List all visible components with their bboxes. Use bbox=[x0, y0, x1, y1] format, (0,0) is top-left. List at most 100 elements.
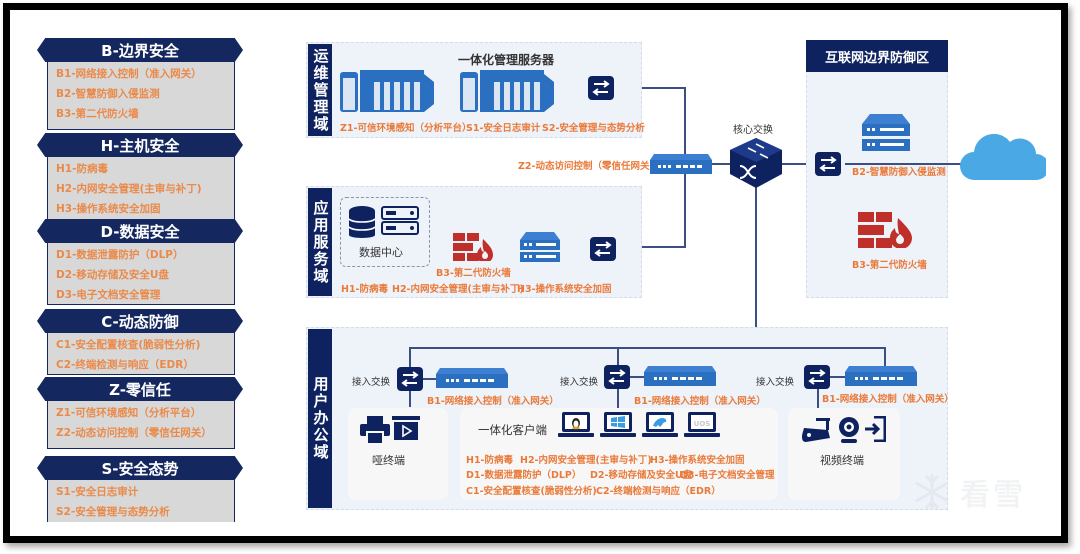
user-zone-label: 用户办公域 bbox=[308, 329, 332, 508]
link-line bbox=[423, 378, 437, 380]
display-terminal-icon bbox=[392, 416, 420, 440]
category-box: S1-安全日志审计 S2-安全管理与态势分析 bbox=[47, 480, 235, 522]
access-switch-icon bbox=[397, 367, 423, 391]
client-feature: H1-防病毒 bbox=[466, 455, 514, 466]
kylin-laptop-icon bbox=[642, 412, 678, 437]
ips-label: B2-智慧防御入侵监测 bbox=[852, 167, 946, 178]
link-line bbox=[617, 246, 686, 248]
ops-label: Z1-可信环境感知（分析平台） bbox=[340, 123, 472, 134]
link-line bbox=[615, 87, 685, 89]
category-box: D1-数据泄露防护（DLP） D2-移动存储及安全U盘 D3-电子文档安全管理 bbox=[47, 243, 235, 305]
category-box: C1-安全配置核查(脆弱性分析) C2-终端检测与响应（EDR） bbox=[47, 333, 235, 375]
firewall-icon bbox=[858, 212, 912, 248]
uos-logo-text: UOS bbox=[694, 420, 711, 428]
firewall-icon bbox=[453, 233, 493, 261]
app-label: H3-操作系统安全加固 bbox=[517, 284, 612, 295]
nac-gateway-icon bbox=[644, 366, 716, 386]
category-item: C2-终端检测与响应（EDR） bbox=[56, 359, 194, 371]
access-switch-icon bbox=[804, 365, 830, 389]
category-title: Z-零信任 bbox=[37, 377, 243, 401]
dumb-terminal-label: 哑终端 bbox=[372, 454, 405, 467]
zero-trust-gateway-icon bbox=[650, 154, 712, 174]
category-item: H1-防病毒 bbox=[56, 163, 108, 175]
app-zone-label-text: 应用服务域 bbox=[311, 199, 330, 285]
category-box: Z1-可信环境感知（分析平台） Z2-动态访问控制（零信任网关） bbox=[47, 401, 235, 449]
link-line bbox=[409, 347, 885, 349]
ops-label: S2-安全管理与态势分析 bbox=[542, 123, 645, 134]
link-line bbox=[775, 163, 815, 165]
category-box: B1-网络接入控制（准入网关） B2-智慧防御入侵监测 B3-第二代防火墙 bbox=[47, 62, 235, 130]
surveillance-camera-icon bbox=[802, 418, 830, 442]
linux-laptop-icon bbox=[558, 412, 594, 437]
core-switch-label: 核心交换 bbox=[733, 125, 773, 136]
nac-label: B1-网络接入控制（准入网关） bbox=[427, 396, 559, 407]
category-item: B3-第二代防火墙 bbox=[56, 108, 139, 120]
webcam-icon bbox=[839, 417, 859, 443]
nac-gateway-icon bbox=[845, 366, 917, 386]
dumb-terminal-card: 哑终端 bbox=[348, 408, 448, 500]
windows-laptop-icon bbox=[600, 412, 636, 437]
category-box: H1-防病毒 H2-内网安全管理(主审与补丁) H3-操作系统安全加固 bbox=[47, 157, 235, 221]
category-item: D1-数据泄露防护（DLP） bbox=[56, 249, 184, 261]
client-feature: D2-移动存储及安全U盘 bbox=[590, 470, 693, 481]
app-label: H1-防病毒 bbox=[341, 284, 389, 295]
client-title: 一体化客户端 bbox=[478, 423, 547, 437]
access-switch-icon bbox=[604, 365, 630, 389]
snowflake-icon bbox=[915, 474, 949, 510]
category-title: D-数据安全 bbox=[37, 219, 243, 243]
watermark-text: 看雪 bbox=[960, 478, 1026, 513]
category-title: C-动态防御 bbox=[37, 309, 243, 333]
category-title: B-边界安全 bbox=[37, 38, 243, 62]
link-line bbox=[817, 370, 819, 410]
link-line bbox=[830, 376, 846, 378]
category-item: D2-移动存储及安全U盘 bbox=[56, 269, 169, 281]
client-feature: D3-电子文档安全管理 bbox=[680, 470, 775, 481]
access-switch-label: 接入交换 bbox=[756, 377, 795, 388]
link-line bbox=[710, 163, 740, 165]
watermark: 看雪 bbox=[912, 470, 1026, 514]
ops-label: S1-安全日志审计 bbox=[466, 123, 541, 134]
client-feature: C1-安全配置核查(脆弱性分析) bbox=[466, 486, 597, 497]
category-item: B1-网络接入控制（准入网关） bbox=[56, 68, 202, 80]
app-label: H2-内网安全管理(主审与补丁) bbox=[392, 284, 524, 295]
nac-label: B1-网络接入控制（准入网关） bbox=[822, 394, 954, 405]
printer-icon bbox=[360, 416, 390, 444]
app-zone-label: 应用服务域 bbox=[308, 188, 332, 296]
category-item: C1-安全配置核查(脆弱性分析) bbox=[56, 339, 201, 351]
server-stack-icon bbox=[381, 206, 419, 235]
category-item: Z2-动态访问控制（零信任网关） bbox=[56, 427, 212, 439]
category-item: D3-电子文档安全管理 bbox=[56, 289, 161, 301]
category-item: S1-安全日志审计 bbox=[56, 486, 139, 498]
login-door-icon bbox=[865, 416, 886, 442]
link-line bbox=[755, 185, 757, 347]
gateway-label: Z2-动态访问控制（零信任网关） bbox=[518, 161, 659, 172]
hardened-server-icon bbox=[520, 232, 560, 262]
link-line bbox=[630, 376, 644, 378]
server-rack-icon bbox=[460, 70, 554, 112]
database-icon bbox=[348, 206, 376, 238]
datacenter-group: 数据中心 bbox=[340, 197, 430, 267]
client-card: 一体化客户端 UOS H1-防病毒 H2-内网安全管理(主审与补丁) H3-操作… bbox=[460, 408, 778, 500]
nac-gateway-icon bbox=[436, 368, 508, 388]
link-line bbox=[845, 163, 965, 165]
switch-icon bbox=[590, 237, 616, 261]
uos-laptop-icon: UOS bbox=[684, 412, 720, 437]
client-feature: H2-内网安全管理(主审与补丁) bbox=[520, 455, 652, 466]
user-zone-label-text: 用户办公域 bbox=[311, 376, 330, 461]
internet-firewall-label: B3-第二代防火墙 bbox=[852, 260, 927, 271]
switch-icon bbox=[815, 152, 841, 176]
category-item: B2-智慧防御入侵监测 bbox=[56, 88, 160, 100]
client-feature: C2-终端检测与响应（EDR） bbox=[596, 486, 721, 497]
category-title: S-安全态势 bbox=[37, 456, 243, 480]
category-item: Z1-可信环境感知（分析平台） bbox=[56, 407, 202, 419]
internet-cloud-icon bbox=[960, 133, 1046, 180]
link-line bbox=[884, 347, 886, 372]
video-terminal-label: 视频终端 bbox=[820, 454, 864, 467]
app-firewall-label: B3-第二代防火墙 bbox=[436, 268, 511, 279]
core-switch-icon bbox=[730, 138, 782, 188]
switch-icon bbox=[588, 76, 614, 100]
ops-zone-label-text: 运维管理域 bbox=[311, 47, 330, 133]
video-terminal-card: 视频终端 bbox=[788, 408, 900, 500]
category-item: S2-安全管理与态势分析 bbox=[56, 506, 170, 518]
client-feature: H3-操作系统安全加固 bbox=[650, 455, 745, 466]
